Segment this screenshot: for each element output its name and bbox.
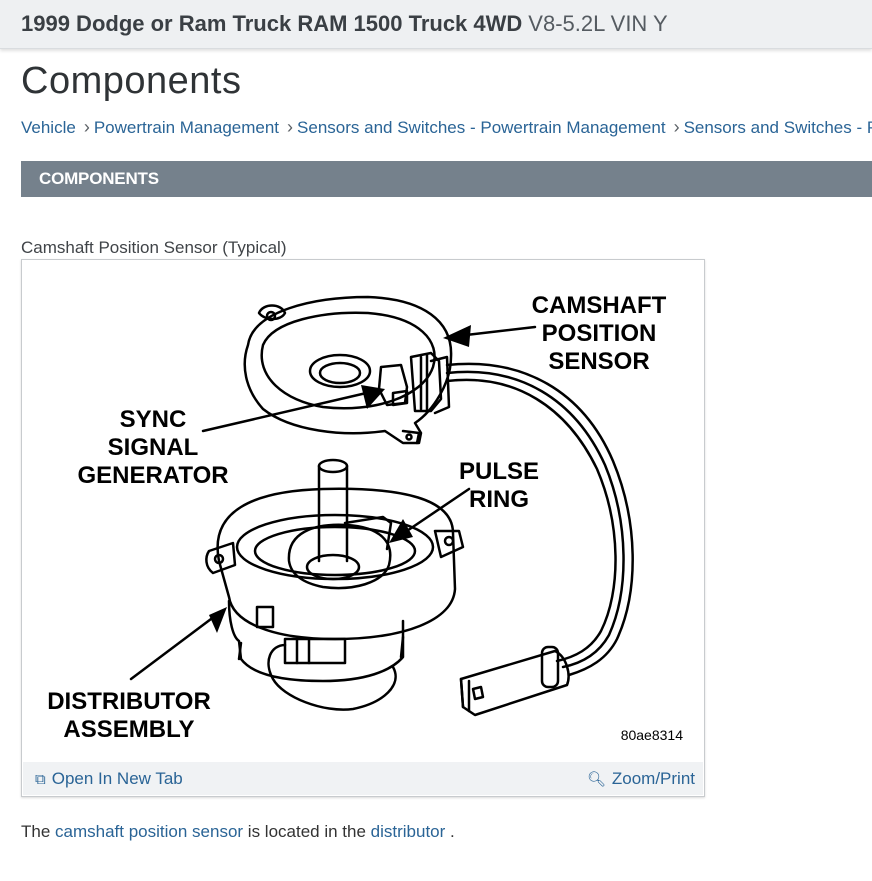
breadcrumb-sensors-switches-current[interactable]: Sensors and Switches - Powertrain Manage… — [683, 118, 872, 137]
breadcrumb-sensors-switches[interactable]: Sensors and Switches - Powertrain Manage… — [297, 118, 666, 137]
camshaft-sensor-link[interactable]: camshaft position sensor — [55, 822, 244, 841]
description-prefix: The — [21, 822, 56, 841]
zoom-print-button[interactable]: 🔍︎ Zoom/Print — [587, 769, 695, 789]
figure-code: 80ae8314 — [621, 727, 684, 743]
label-camshaft-2: POSITION — [542, 320, 657, 347]
magnifier-icon: 🔍︎ — [586, 771, 606, 788]
open-new-tab-label: Open In New Tab — [51, 769, 183, 788]
figure-caption: Camshaft Position Sensor (Typical) — [21, 238, 287, 257]
chevron-right-icon: › — [673, 117, 680, 137]
label-camshaft-3: SENSOR — [548, 348, 649, 375]
distributor-link[interactable]: distributor — [370, 822, 446, 841]
vehicle-header: 1999 Dodge or Ram Truck RAM 1500 Truck 4… — [0, 0, 872, 49]
label-distributor-2: ASSEMBLY — [63, 716, 194, 743]
label-sync-3: GENERATOR — [77, 462, 228, 489]
open-new-tab-button[interactable]: ⧉ Open In New Tab — [35, 769, 183, 789]
vehicle-title: 1999 Dodge or Ram Truck RAM 1500 Truck 4… — [21, 11, 668, 37]
label-camshaft-1: CAMSHAFT — [532, 292, 667, 319]
page-title: Components — [21, 60, 242, 102]
breadcrumb-powertrain[interactable]: Powertrain Management — [93, 118, 280, 137]
label-sync-1: SYNC — [120, 406, 187, 433]
section-header: COMPONENTS — [21, 161, 872, 197]
breadcrumb: Vehicle›Powertrain Management›Sensors an… — [21, 117, 872, 141]
figure-actions: ⧉ Open In New Tab 🔍︎ Zoom/Print — [23, 762, 703, 795]
description-suffix: . — [445, 822, 455, 841]
camshaft-sensor-diagram: CAMSHAFT POSITION SENSOR SYNC SIGNAL GEN… — [47, 292, 684, 743]
description-middle: is located in the — [243, 822, 371, 841]
open-external-icon: ⧉ — [35, 771, 46, 788]
label-distributor-1: DISTRIBUTOR — [47, 688, 211, 715]
label-pulse-2: RING — [469, 486, 529, 513]
description-paragraph: The camshaft position sensor is located … — [21, 822, 455, 842]
engine-spec: V8-5.2L VIN Y — [528, 11, 668, 36]
vehicle-name: 1999 Dodge or Ram Truck RAM 1500 Truck 4… — [21, 11, 523, 36]
chevron-right-icon: › — [287, 117, 294, 137]
figure-panel: CAMSHAFT POSITION SENSOR SYNC SIGNAL GEN… — [21, 259, 705, 797]
zoom-print-label: Zoom/Print — [611, 769, 695, 788]
label-sync-2: SIGNAL — [108, 434, 199, 461]
breadcrumb-vehicle[interactable]: Vehicle — [21, 118, 76, 137]
label-pulse-1: PULSE — [459, 458, 539, 485]
chevron-right-icon: › — [83, 117, 90, 137]
